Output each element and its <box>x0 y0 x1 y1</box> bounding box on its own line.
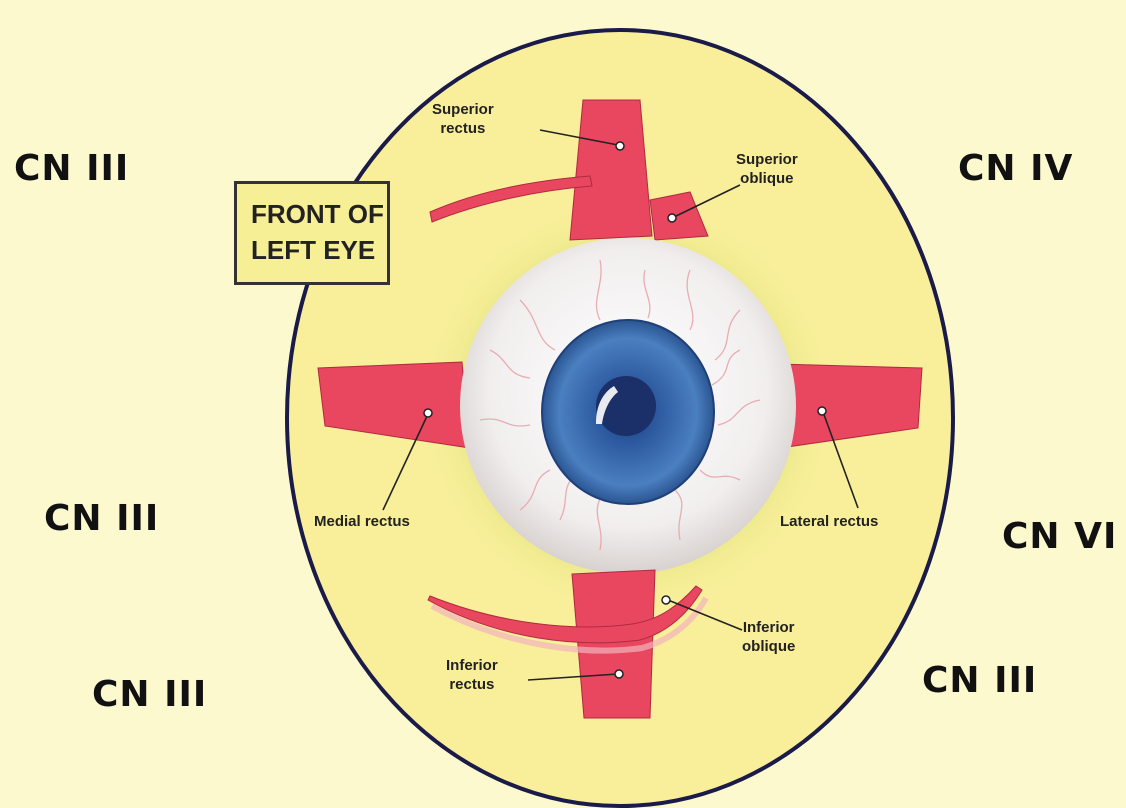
nerve-label-bottom-left: CN III <box>92 674 207 715</box>
superior-rectus-muscle <box>570 100 652 240</box>
nerve-label-mid-right: CN VI <box>1002 516 1117 557</box>
superior-oblique-label: Superior oblique <box>736 150 798 188</box>
nerve-label-mid-left: CN III <box>44 498 159 539</box>
lateral-rectus-label: Lateral rectus <box>780 512 878 531</box>
inferior-rectus-label: Inferior rectus <box>446 656 498 694</box>
nerve-label-bottom-right: CN III <box>922 660 1037 701</box>
front-label-line2: LEFT EYE <box>251 232 387 268</box>
superior-rectus-label: Superior rectus <box>432 100 494 138</box>
front-of-left-eye-label: FRONT OF LEFT EYE <box>234 181 390 285</box>
medial-rectus-label: Medial rectus <box>314 512 410 531</box>
front-label-line1: FRONT OF <box>251 196 387 232</box>
nerve-label-top-right: CN IV <box>958 148 1073 189</box>
inferior-rectus-muscle <box>572 570 655 718</box>
nerve-label-top-left: CN III <box>14 148 129 189</box>
inferior-oblique-label: Inferior oblique <box>742 618 795 656</box>
